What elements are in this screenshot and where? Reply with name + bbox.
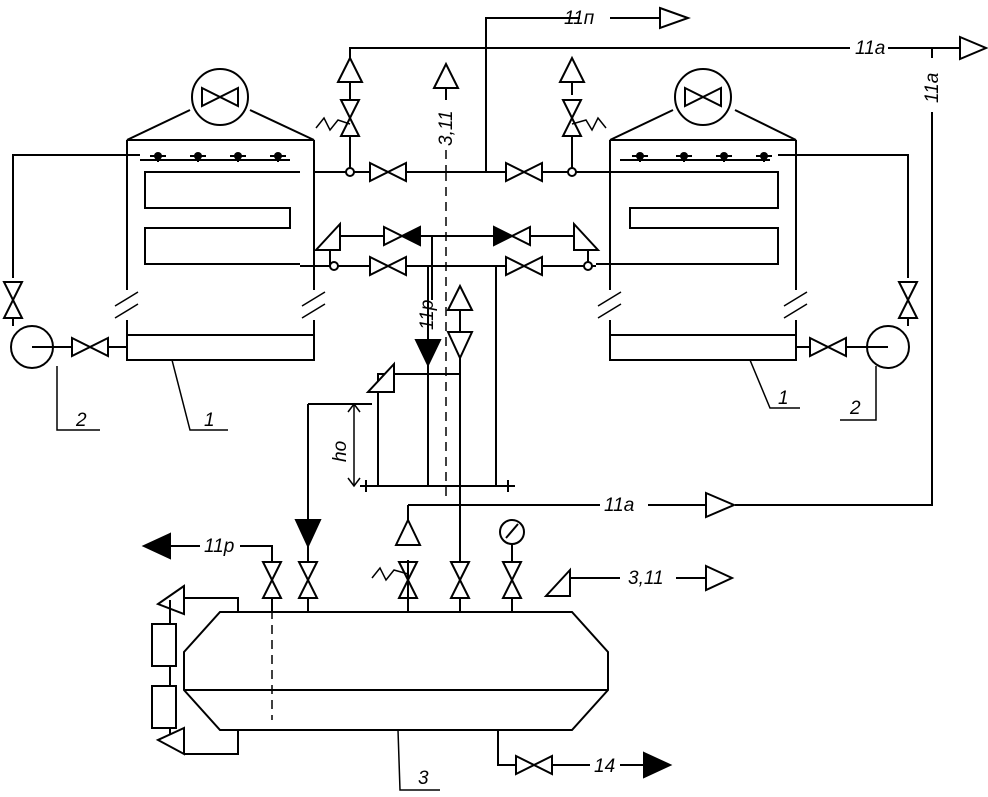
receiver-fittings	[141, 500, 735, 616]
arrow-11a-top	[959, 35, 988, 61]
condenser-right	[596, 68, 808, 361]
valve-gas-left	[369, 162, 407, 182]
arrow-11p	[659, 6, 691, 30]
gas-header	[314, 162, 596, 182]
line-11a-top	[349, 47, 960, 170]
line-11p	[485, 17, 660, 172]
valve-inlet	[298, 561, 318, 599]
condenser-left-bottom	[126, 320, 315, 360]
vent-center	[432, 61, 460, 500]
line-11a-right	[735, 48, 933, 506]
liquid-header	[300, 256, 596, 276]
vent-mid-left	[313, 221, 341, 251]
arrow-11p-down	[414, 339, 442, 368]
label-height: hо	[330, 441, 351, 462]
water-circuit-left	[3, 154, 140, 369]
downcomers	[414, 266, 497, 500]
label-top-line: 11п	[564, 8, 595, 29]
height-section	[294, 361, 515, 549]
check-valve-right	[493, 226, 531, 246]
air-line-lower	[407, 491, 737, 525]
label-air-lower: 11а	[604, 495, 634, 516]
valve-pump-left	[71, 337, 109, 357]
arrow-11p-left	[141, 532, 171, 560]
condenser-left-body	[126, 140, 315, 290]
oil-drain	[497, 730, 673, 779]
label-air-top: 11а	[855, 38, 885, 59]
label-vent-right: 3,11	[628, 568, 664, 589]
check-valve-left	[383, 226, 421, 246]
vent-mid-right	[573, 221, 601, 251]
valve-liquid-right	[505, 256, 543, 276]
condenser-left-sump	[126, 334, 315, 361]
label-condenser-left: 1	[204, 410, 215, 431]
valve-liquid-left	[369, 256, 407, 276]
label-air-right: 11а	[922, 73, 943, 103]
condenser-right-sump	[609, 334, 797, 361]
valve-pump-right	[809, 337, 847, 357]
valve-water-right	[898, 281, 918, 319]
label-drain-left: 11р	[204, 536, 234, 557]
condenser-left	[114, 68, 326, 361]
receiver-body	[183, 611, 609, 731]
condenser-left-roof	[126, 109, 315, 141]
condenser-right-coil	[596, 171, 779, 265]
label-drain-center: 11р	[417, 300, 438, 330]
arrow-14	[643, 751, 673, 779]
condenser-right-body	[609, 140, 797, 290]
water-circuit-right	[778, 154, 918, 369]
label-vent-center: 3,11	[436, 110, 457, 146]
valve-gas-right	[505, 162, 543, 182]
label-oil-drain: 14	[594, 756, 615, 777]
valve-water-left	[3, 281, 23, 319]
receiver	[183, 595, 609, 731]
vent-right-receiver	[543, 567, 571, 597]
condenser-right-roof	[609, 109, 797, 141]
valve-oil	[515, 755, 553, 775]
arrow-11a-lower	[705, 491, 737, 519]
label-pump-left: 2	[75, 410, 87, 431]
condenser-right-bottom	[609, 320, 797, 360]
safety-valve-right	[558, 55, 607, 170]
label-pump-right: 2	[849, 398, 861, 419]
condenser-left-coil	[144, 171, 300, 265]
safety-valve-left	[315, 55, 364, 170]
valve-drain	[262, 561, 282, 599]
label-receiver: 3	[418, 768, 429, 789]
middle-row	[313, 221, 601, 300]
condenser-right-break-marks	[597, 291, 808, 319]
condenser-left-break-marks	[114, 291, 326, 319]
level-column	[151, 600, 239, 756]
leaders	[56, 359, 877, 791]
label-condenser-right: 1	[778, 388, 789, 409]
